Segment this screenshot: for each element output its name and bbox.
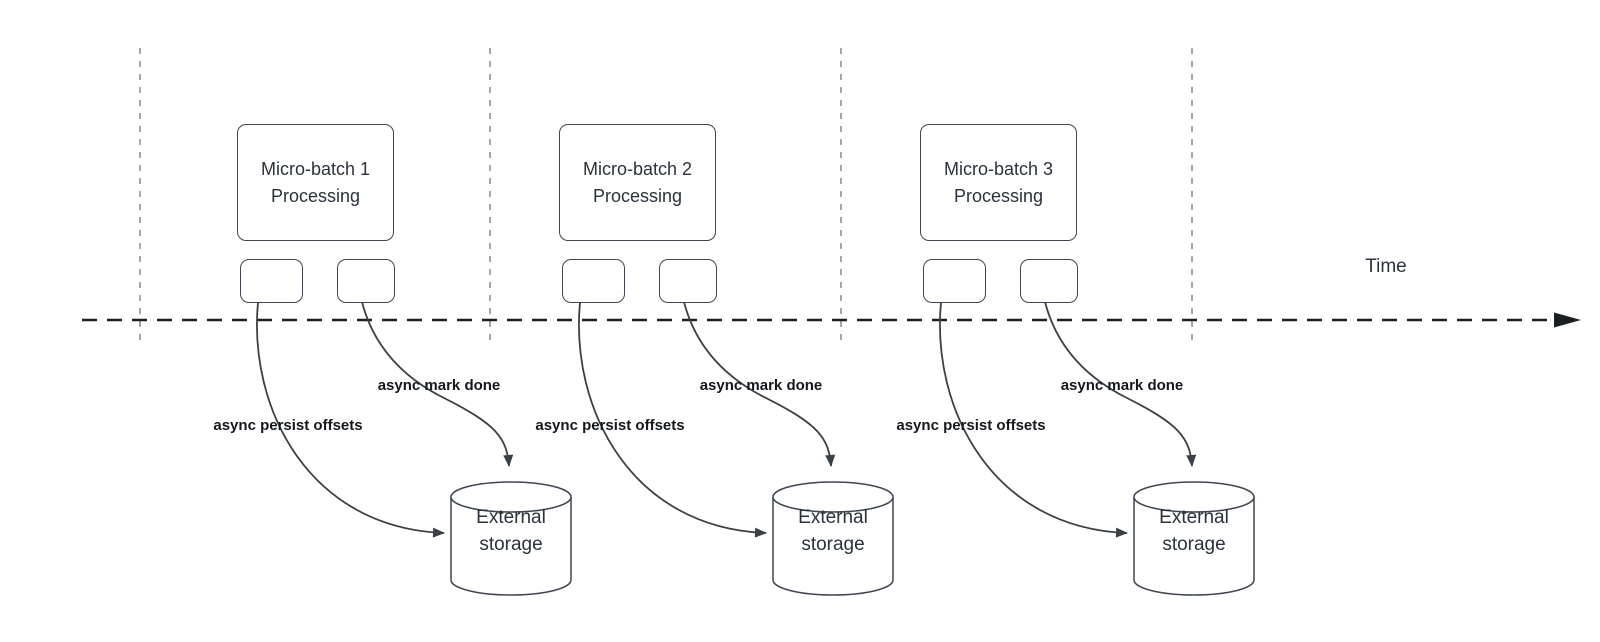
persist-offsets-label: async persist offsets xyxy=(213,417,363,434)
persist-offsets-arrow xyxy=(939,301,1128,538)
external-storage-label: External storage xyxy=(476,507,546,555)
mark-done-arrow xyxy=(361,301,514,467)
time-axis-arrowhead-icon xyxy=(1554,312,1581,328)
batch-1-connector-group xyxy=(256,301,572,596)
mark-done-chip xyxy=(337,259,395,303)
storage-cylinder-top xyxy=(450,481,572,513)
mark-done-label: async mark done xyxy=(699,377,823,394)
mark-done-label: async mark done xyxy=(377,377,501,394)
time-axis-label: Time xyxy=(1365,256,1407,277)
storage-cylinder-body xyxy=(1133,497,1255,596)
external-storage-label: External storage xyxy=(1159,507,1229,555)
micro-batch-processing-box: Micro-batch 3 Processing xyxy=(920,124,1077,241)
batch-2-connector-group xyxy=(578,301,894,596)
micro-batch-processing-box: Micro-batch 1 Processing xyxy=(237,124,394,241)
storage-cylinder-body xyxy=(450,497,572,596)
offset-commit-chip xyxy=(562,259,625,303)
external-storage-label: External storage xyxy=(798,507,868,555)
persist-offsets-label: async persist offsets xyxy=(896,417,1046,434)
mark-done-chip xyxy=(1020,259,1078,303)
micro-batch-processing-box: Micro-batch 2 Processing xyxy=(559,124,716,241)
mark-done-arrow xyxy=(683,301,836,467)
mark-done-arrow xyxy=(1044,301,1197,467)
mark-done-chip xyxy=(659,259,717,303)
offset-commit-chip xyxy=(240,259,303,303)
mark-done-label: async mark done xyxy=(1060,377,1184,394)
offset-commit-chip xyxy=(923,259,986,303)
storage-cylinder-top xyxy=(1133,481,1255,513)
storage-cylinder-top xyxy=(772,481,894,513)
storage-cylinder-body xyxy=(772,497,894,596)
persist-offsets-arrow xyxy=(256,301,445,538)
persist-offsets-arrow xyxy=(578,301,767,538)
batch-3-connector-group xyxy=(939,301,1255,596)
persist-offsets-label: async persist offsets xyxy=(535,417,685,434)
